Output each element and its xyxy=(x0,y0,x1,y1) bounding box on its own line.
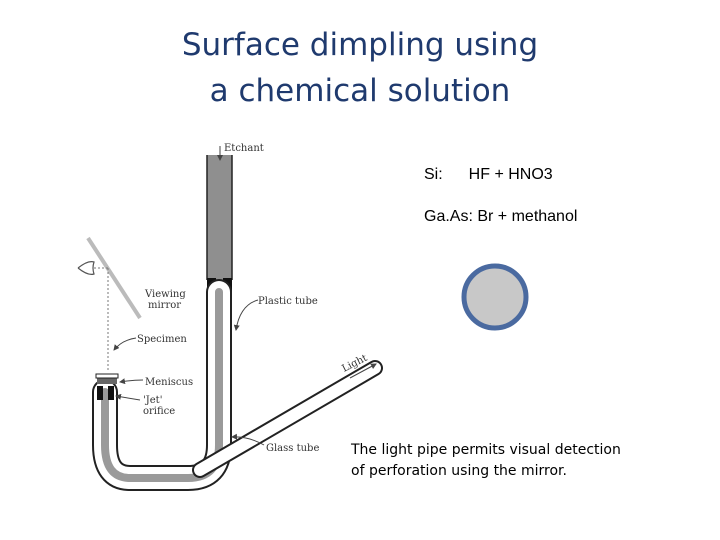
si-label: Si: xyxy=(424,166,443,183)
slide-title: Surface dimpling using a chemical soluti… xyxy=(0,22,720,114)
si-recipe: Si: HF + HNO3 xyxy=(424,166,553,184)
title-line-2: a chemical solution xyxy=(209,73,511,109)
caption: The light pipe permits visual detection … xyxy=(351,440,651,482)
gaas-recipe: Ga.As: Br + methanol xyxy=(424,208,578,225)
jet-orifice xyxy=(95,373,119,400)
eye-icon xyxy=(77,261,95,275)
label-mirror: mirror xyxy=(148,300,181,311)
label-etchant: Etchant xyxy=(224,143,264,154)
label-glass-tube: Glass tube xyxy=(266,443,319,454)
label-viewing: Viewing xyxy=(144,289,186,300)
glass-tube xyxy=(92,279,383,491)
label-specimen: Specimen xyxy=(137,334,187,345)
viewing-mirror xyxy=(86,236,142,320)
specimen-disc xyxy=(461,263,529,331)
label-meniscus: Meniscus xyxy=(145,377,193,388)
etchant-tube xyxy=(206,155,233,294)
caption-line-2: of perforation using the mirror. xyxy=(351,463,567,479)
si-value: HF + HNO3 xyxy=(468,166,553,183)
title-line-1: Surface dimpling using xyxy=(181,27,539,63)
label-plastic-tube: Plastic tube xyxy=(258,296,318,307)
label-orifice: orifice xyxy=(143,406,175,417)
label-jet: 'Jet' xyxy=(143,395,162,406)
caption-line-1: The light pipe permits visual detection xyxy=(351,442,621,458)
